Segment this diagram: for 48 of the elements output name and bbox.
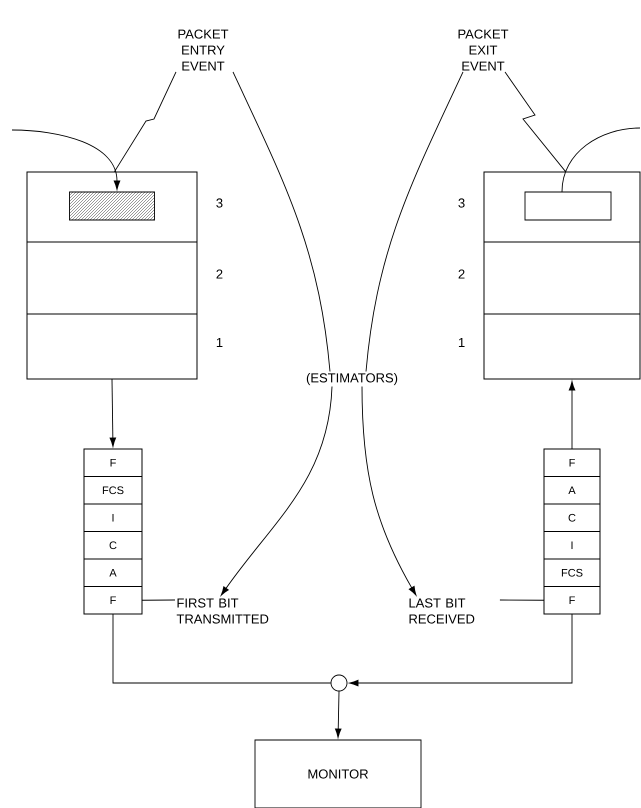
arrow (349, 614, 572, 686)
frame-field-cell: C (84, 531, 142, 560)
layer-number: 2 (216, 269, 222, 279)
frame-field-cell: C (544, 504, 600, 532)
packet-bar (524, 192, 612, 220)
layer-number: 2 (458, 269, 464, 279)
frame-field-cell: F (84, 448, 142, 477)
curved-arrow (12, 130, 120, 190)
layer-box (26, 172, 198, 242)
frame-field-cell: FCS (544, 558, 600, 587)
layer-box (484, 314, 640, 380)
lightning-line (504, 72, 566, 172)
layer-box (484, 172, 640, 242)
layer-number: 1 (216, 338, 222, 347)
curved-line (366, 72, 464, 372)
monitor-box: MONITOR (254, 740, 422, 808)
leader-line (142, 600, 176, 601)
frame-field-cell: F (84, 586, 142, 614)
connector-line (112, 614, 331, 684)
frame-field-cell: I (544, 531, 600, 560)
event-label: PACKET ENTRY EVENT (178, 29, 228, 71)
arrow (335, 691, 342, 738)
layer-box (26, 314, 198, 380)
frame-field-cell: FCS (84, 476, 142, 504)
frame-field-cell: I (84, 504, 142, 532)
bit-label: FIRST BIT TRANSMITTED (176, 598, 268, 624)
junction-circle (330, 674, 348, 692)
frame-field-cell: F (544, 448, 600, 477)
layer-box (26, 242, 198, 314)
curved-arrow (362, 386, 416, 596)
arrow (110, 379, 116, 447)
layer-number: 3 (458, 198, 465, 208)
curved-line (562, 128, 640, 192)
lightning-line (114, 72, 176, 172)
event-label: PACKET EXIT EVENT (458, 29, 508, 71)
curved-arrow (220, 386, 332, 596)
frame-field-cell: A (544, 476, 600, 504)
arrow (568, 381, 576, 449)
frame-field-cell: F (544, 586, 600, 614)
estimator-label: (ESTIMATORS) (306, 372, 398, 386)
frame-field-cell: A (84, 558, 142, 587)
packet-bar (69, 192, 155, 220)
bit-label: LAST BIT RECEIVED (410, 598, 474, 624)
layer-number: 3 (216, 198, 222, 208)
layer-box (484, 242, 640, 314)
curved-line (232, 72, 330, 372)
leader-line (499, 600, 544, 601)
layer-number: 1 (458, 338, 465, 347)
